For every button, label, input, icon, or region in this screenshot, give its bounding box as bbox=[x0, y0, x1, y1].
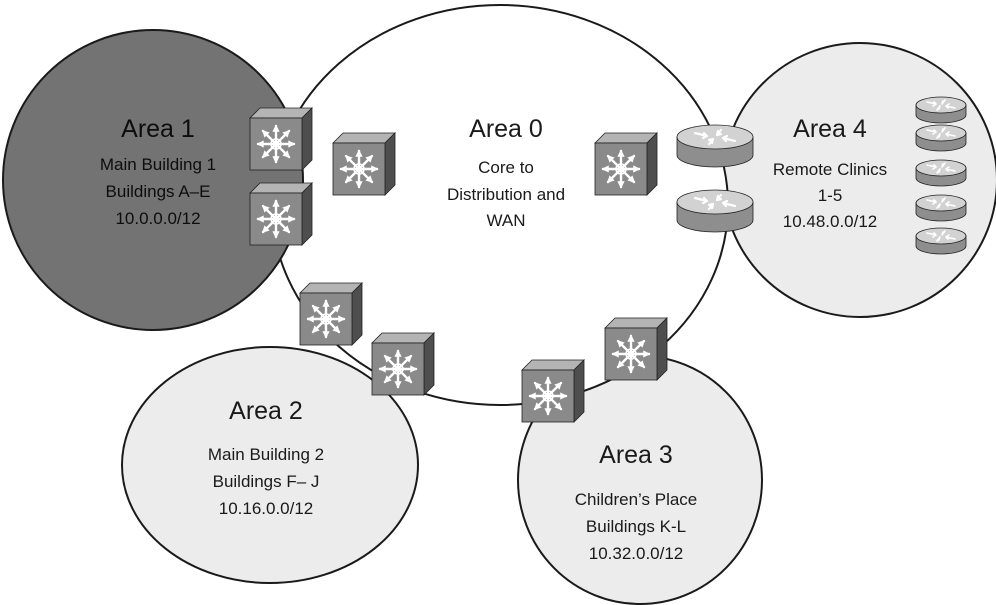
router-icon bbox=[915, 227, 967, 255]
multilayer-switch-icon bbox=[333, 133, 395, 195]
router-icon bbox=[675, 188, 755, 234]
multilayer-switch-icon bbox=[250, 108, 312, 170]
area3-line: Children’s Place bbox=[575, 490, 698, 509]
multilayer-switch-icon bbox=[372, 333, 434, 395]
area3-line: Buildings K-L bbox=[586, 517, 686, 536]
area2-line: Buildings F– J bbox=[213, 472, 320, 491]
area0-line: Core to bbox=[478, 158, 534, 177]
area1-title: Area 1 bbox=[121, 115, 195, 143]
multilayer-switch-icon bbox=[300, 283, 362, 345]
area4-line: 10.48.0.0/12 bbox=[783, 212, 878, 231]
area0-line: WAN bbox=[486, 211, 525, 230]
router-icon bbox=[915, 96, 967, 124]
router-icon bbox=[915, 194, 967, 222]
multilayer-switch-icon bbox=[595, 133, 657, 195]
area4-line: 1-5 bbox=[818, 186, 843, 205]
router-icon bbox=[915, 159, 967, 187]
area4-line: Remote Clinics bbox=[773, 160, 887, 179]
area2-circle bbox=[121, 346, 419, 584]
area3-title: Area 3 bbox=[599, 441, 673, 469]
area2-line: Main Building 2 bbox=[208, 445, 324, 464]
area1-line: Main Building 1 bbox=[100, 155, 216, 174]
multilayer-switch-icon bbox=[522, 360, 584, 422]
area2-title: Area 2 bbox=[229, 397, 303, 425]
area4-title: Area 4 bbox=[793, 115, 867, 143]
multilayer-switch-icon bbox=[250, 183, 312, 245]
router-icon bbox=[675, 123, 755, 169]
multilayer-switch-icon bbox=[605, 318, 667, 380]
area0-title: Area 0 bbox=[469, 115, 543, 143]
area1-line: 10.0.0.0/12 bbox=[115, 209, 200, 228]
area1-line: Buildings A–E bbox=[106, 182, 211, 201]
area2-line: 10.16.0.0/12 bbox=[219, 499, 314, 518]
area1-circle bbox=[2, 29, 304, 331]
area3-line: 10.32.0.0/12 bbox=[589, 544, 684, 563]
router-icon bbox=[915, 124, 967, 152]
area0-line: Distribution and bbox=[447, 185, 565, 204]
